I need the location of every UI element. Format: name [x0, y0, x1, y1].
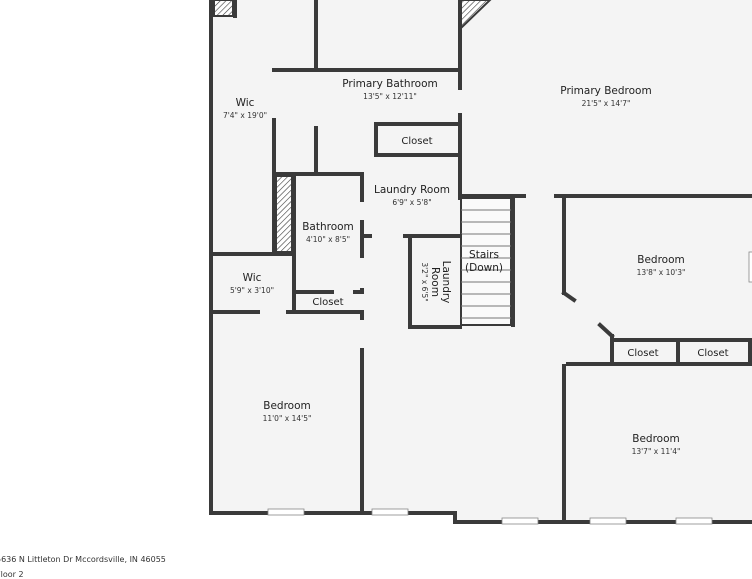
room-name-primary-bathroom: Primary Bathroom: [342, 78, 437, 90]
room-name-wic-small: Wic: [243, 272, 262, 284]
room-name-laundry-room: Laundry Room: [374, 184, 450, 196]
room-name-bedroom-right: Bedroom: [637, 254, 685, 266]
room-dims-laundry-small: 3'2" x 6'5": [420, 262, 429, 301]
room-name-laundry-small-2: Room: [429, 267, 441, 297]
label-stairs: Stairs: [469, 249, 499, 261]
stairs-treads: [460, 197, 512, 326]
room-dims-bedroom-left: 11'0" x 14'5": [263, 414, 312, 423]
room-name-bathroom: Bathroom: [302, 221, 354, 233]
room-dims-primary-bedroom: 21'5" x 14'7": [582, 99, 631, 108]
room-name-bedroom-br: Bedroom: [632, 433, 680, 445]
room-dims-bathroom: 4'10" x 8'5": [306, 235, 350, 244]
label-stairs-down: (Down): [465, 262, 503, 274]
hatched-shaft-top: [213, 0, 234, 17]
footer-address: 5636 N Littleton Dr Mccordsville, IN 460…: [0, 555, 166, 564]
room-name-closet-mid: Closet: [312, 297, 343, 308]
room-name-bedroom-left: Bedroom: [263, 400, 311, 412]
room-name-primary-bedroom: Primary Bedroom: [560, 85, 651, 97]
windows: [267, 251, 752, 525]
room-name-closet-r1: Closet: [627, 348, 658, 359]
room-dims-laundry-room: 6'9" x 5'8": [392, 198, 431, 207]
room-dims-bedroom-br: 13'7" x 11'4": [632, 447, 681, 456]
room-name-laundry-small: Laundry: [440, 261, 452, 304]
room-name-closet-top: Closet: [401, 136, 432, 147]
footer-floor: Floor 2: [0, 570, 24, 579]
room-name-closet-r2: Closet: [697, 348, 728, 359]
room-dims-primary-bathroom: 13'5" x 12'11": [363, 92, 417, 101]
room-dims-bedroom-right: 13'8" x 10'3": [637, 268, 686, 277]
room-name-wic: Wic: [236, 97, 255, 109]
room-dims-wic: 7'4" x 19'0": [223, 111, 267, 120]
door-gaps: [359, 92, 554, 288]
room-dims-wic-small: 5'9" x 3'10": [230, 286, 274, 295]
hatched-shaft-bath: [275, 175, 293, 253]
